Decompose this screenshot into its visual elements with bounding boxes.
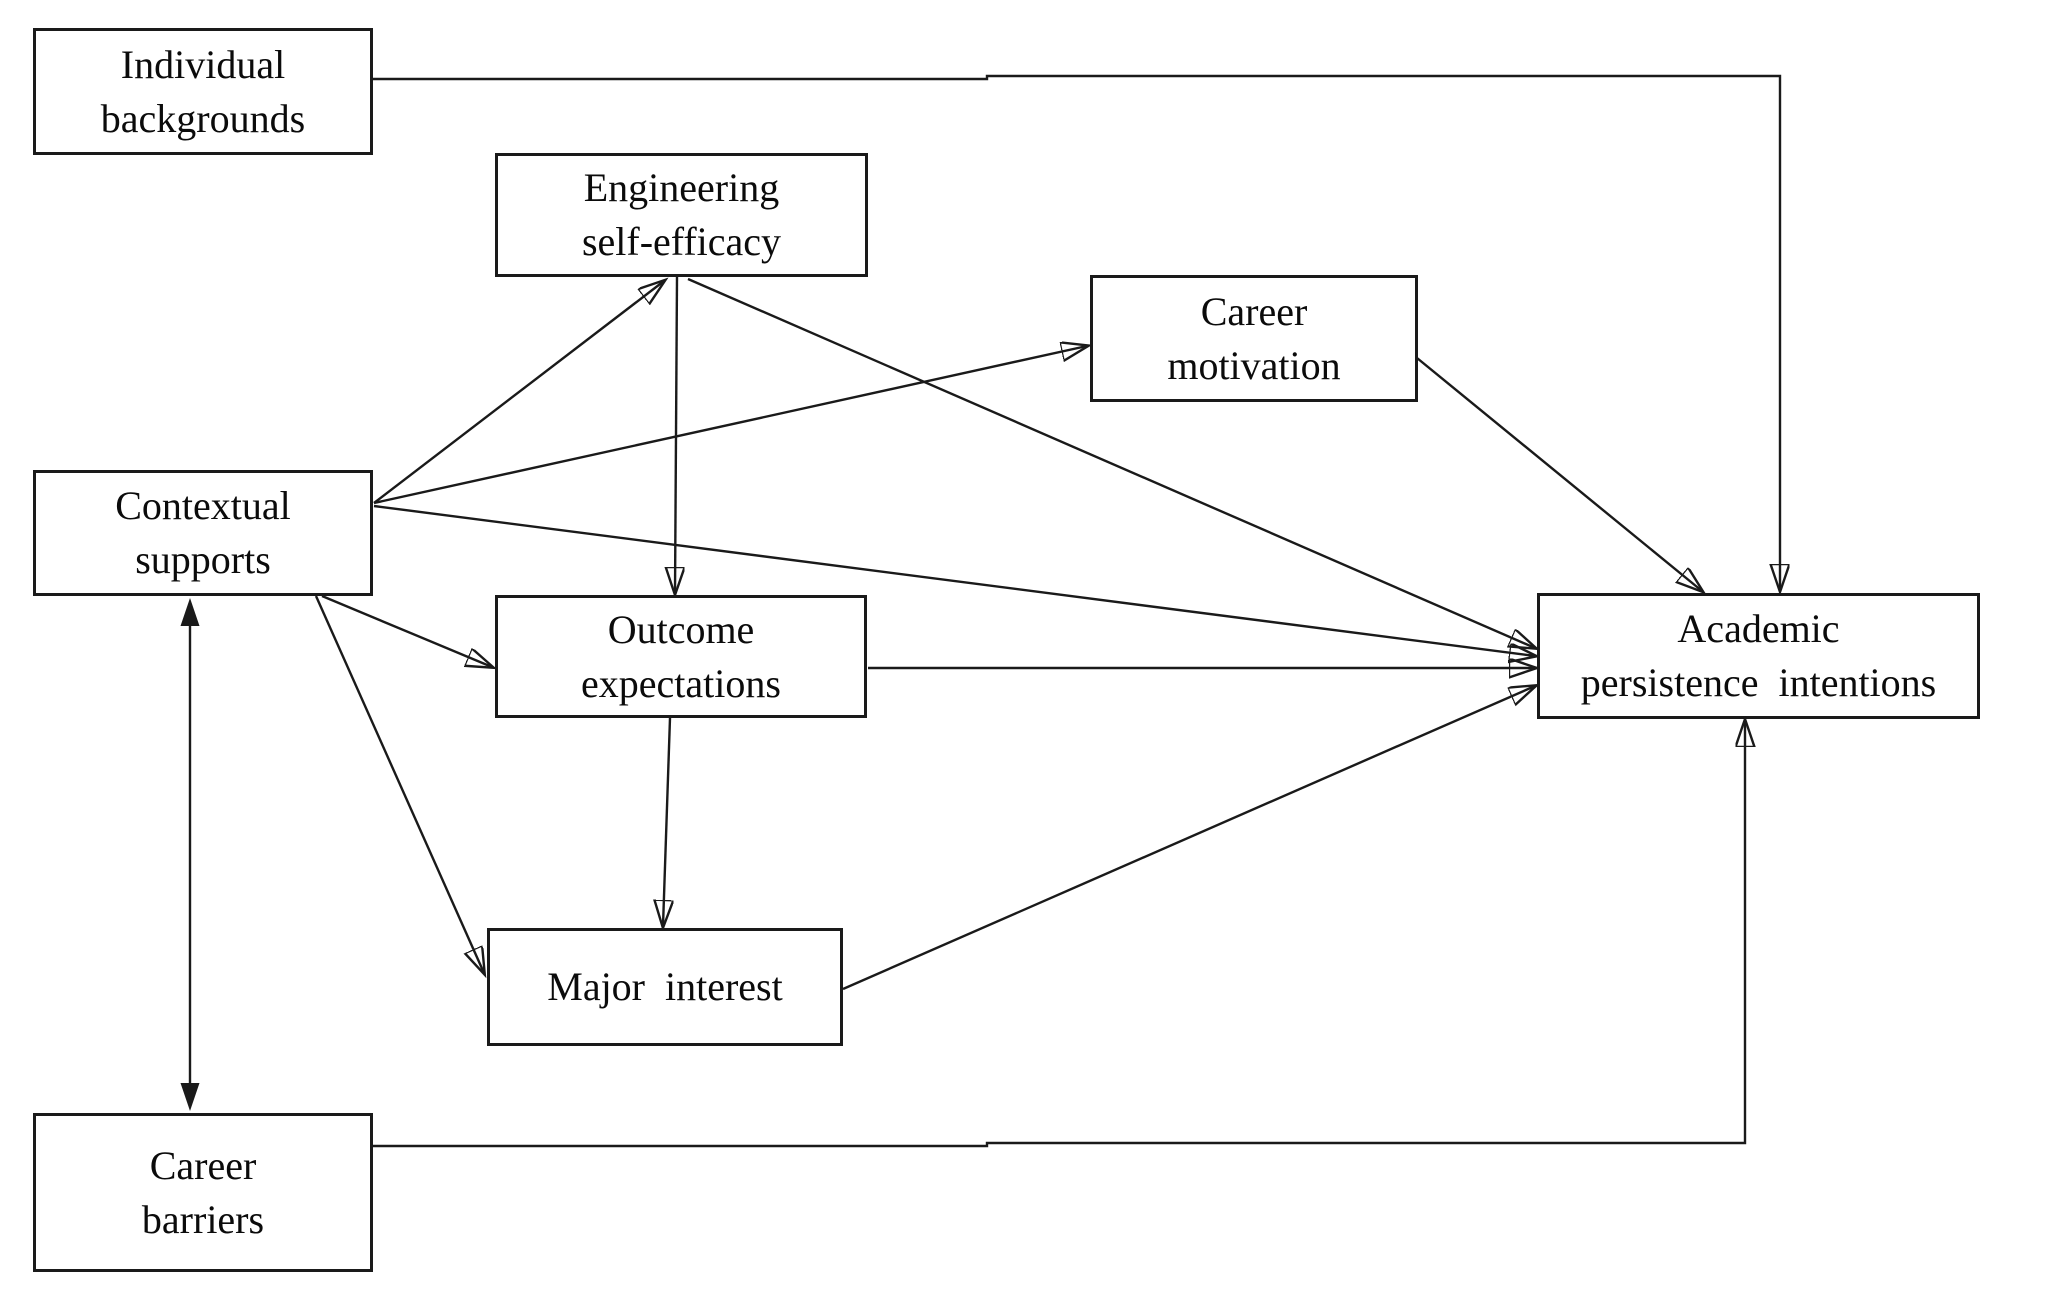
edge-outcome-expectations-to-major-interest bbox=[663, 717, 670, 926]
node-label: self-efficacy bbox=[581, 219, 782, 264]
edge-contextual-supports-to-career-motivation bbox=[373, 346, 1087, 505]
node-contextual-supports: Contextual supports bbox=[33, 470, 373, 596]
arrowhead-down-career-barriers bbox=[180, 1083, 200, 1111]
node-career-barriers: Career barriers bbox=[33, 1113, 373, 1272]
node-engineering-self-efficacy: Engineering self-efficacy bbox=[495, 153, 868, 277]
node-career-motivation: Career motivation bbox=[1090, 275, 1418, 402]
node-label: Career bbox=[149, 1142, 257, 1188]
node-label: Engineering bbox=[583, 165, 780, 210]
edge-contextual-supports-to-engineering-self-efficacy bbox=[373, 281, 664, 504]
node-label: Academic bbox=[1677, 606, 1840, 651]
edge-individual-backgrounds-to-academic-persistence bbox=[372, 74, 1780, 590]
node-label: Major interest bbox=[547, 964, 783, 1009]
node-label: Career bbox=[1200, 288, 1308, 334]
node-label: Outcome bbox=[607, 606, 755, 652]
node-academic-persistence-intentions: Academic persistence intentions bbox=[1537, 593, 1980, 719]
edge-contextual-supports-to-major-interest bbox=[314, 595, 484, 973]
node-label: Contextual bbox=[115, 483, 291, 528]
node-outcome-expectations: Outcome expectations bbox=[495, 595, 867, 718]
edge-contextual-supports-to-outcome-expectations bbox=[321, 594, 492, 667]
node-label: persistence intentions bbox=[1580, 660, 1937, 705]
node-label: backgrounds bbox=[100, 95, 306, 141]
node-individual-backgrounds: Individual backgrounds bbox=[33, 28, 373, 155]
node-label: expectations bbox=[581, 660, 781, 706]
edge-major-interest-to-academic-persistence bbox=[842, 686, 1535, 991]
arrowhead-up-contextual-supports bbox=[180, 598, 200, 626]
edge-engineering-self-efficacy-to-outcome-expectations bbox=[675, 276, 677, 593]
node-label: supports bbox=[135, 537, 271, 582]
node-label: Individual bbox=[120, 41, 286, 87]
node-label: motivation bbox=[1167, 342, 1341, 388]
edge-contextual-supports-to-academic-persistence bbox=[373, 504, 1535, 656]
edge-engineering-self-efficacy-to-academic-persistence bbox=[687, 277, 1535, 648]
node-major-interest: Major interest bbox=[487, 928, 843, 1046]
edge-career-motivation-to-academic-persistence bbox=[1416, 357, 1702, 591]
edge-career-barriers-to-academic-persistence bbox=[372, 721, 1745, 1148]
node-label: barriers bbox=[141, 1196, 265, 1242]
